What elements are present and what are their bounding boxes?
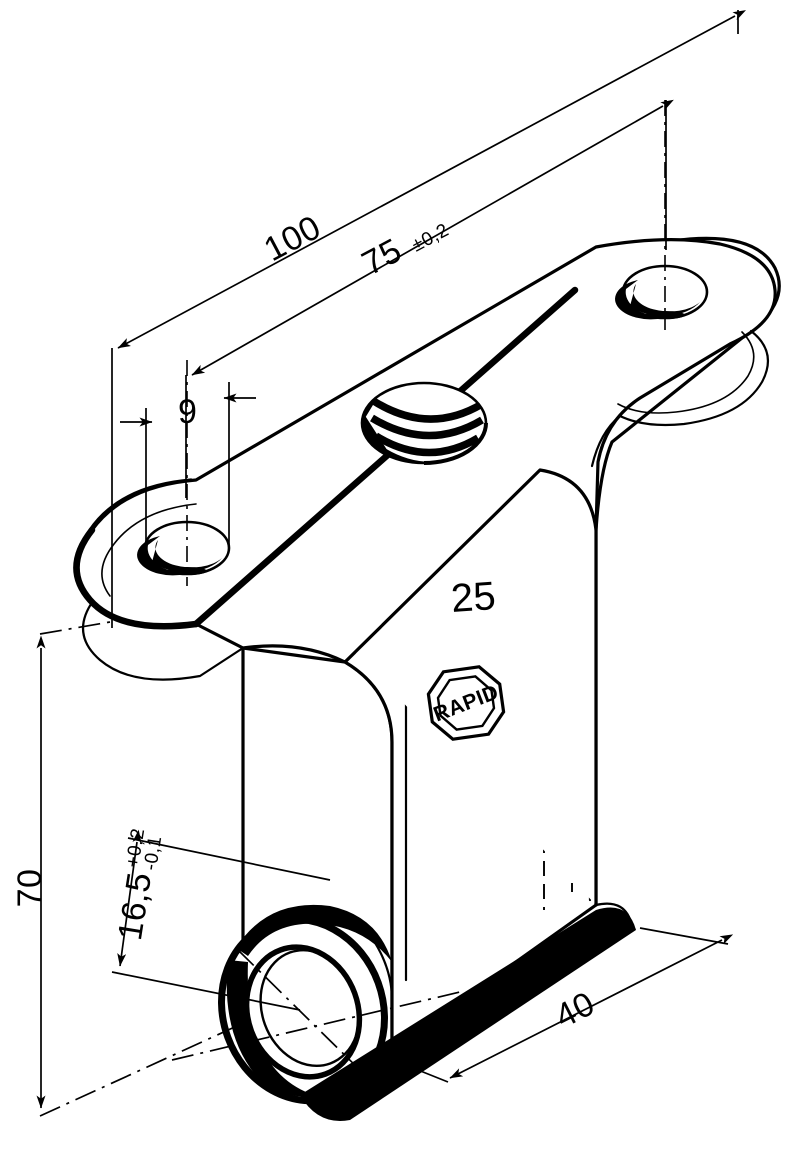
boss-highlight-shade (236, 904, 392, 962)
dimension-hole-diameter: 9 (120, 382, 256, 545)
centre-lines (171, 100, 666, 1079)
dim-tolerance-lower-165: -0,1 (140, 834, 166, 872)
centre-line-bore-vertical (237, 949, 369, 1079)
dim-value-75: 75 (356, 231, 408, 283)
ext-line-70-bottom (39, 1019, 251, 1117)
dim-value-40: 40 (549, 984, 601, 1035)
base-top-edge (390, 902, 634, 1052)
cavity-number-text: 25 (450, 574, 497, 621)
dim-line-75 (191, 99, 674, 376)
rapid-logo-badge: RAPID (426, 665, 506, 741)
dim-value-9: 9 (178, 393, 197, 431)
ext-line-40-top (639, 927, 729, 945)
dim-value-165: 16,5 (111, 870, 159, 943)
flange-right-inner-edge (617, 331, 755, 414)
ext-line-165-b (111, 971, 301, 1011)
part-body: 25 RAPID (73, 236, 781, 1121)
dimension-overall-height: 70 (11, 621, 251, 1117)
ext-line-70-top (39, 621, 111, 635)
ext-line-165-a (127, 837, 331, 881)
dim-tolerance-75: ±0,2 (408, 220, 452, 257)
logo-octagon-inner (436, 675, 496, 731)
dim-value-70: 70 (11, 869, 49, 908)
dim-line-165 (117, 829, 142, 967)
bottom-boss-bore (218, 904, 394, 1115)
flange-left-inner-edge (101, 503, 197, 597)
flange-lower-left-edge (81, 599, 245, 681)
dim-value-100: 100 (258, 208, 327, 269)
cavity-marking: 25 (450, 574, 497, 621)
bore-depth-circle (259, 948, 361, 1068)
ext-line-40-bottom (397, 1061, 449, 1083)
flange-right-lower-edge (618, 329, 770, 427)
dim-line-40 (449, 934, 734, 1079)
dimension-boss-offset: 16,5 +0,2 -0,1 (111, 827, 331, 1011)
flange-right-fillet (590, 414, 622, 468)
boss-web-joint (370, 936, 394, 1002)
